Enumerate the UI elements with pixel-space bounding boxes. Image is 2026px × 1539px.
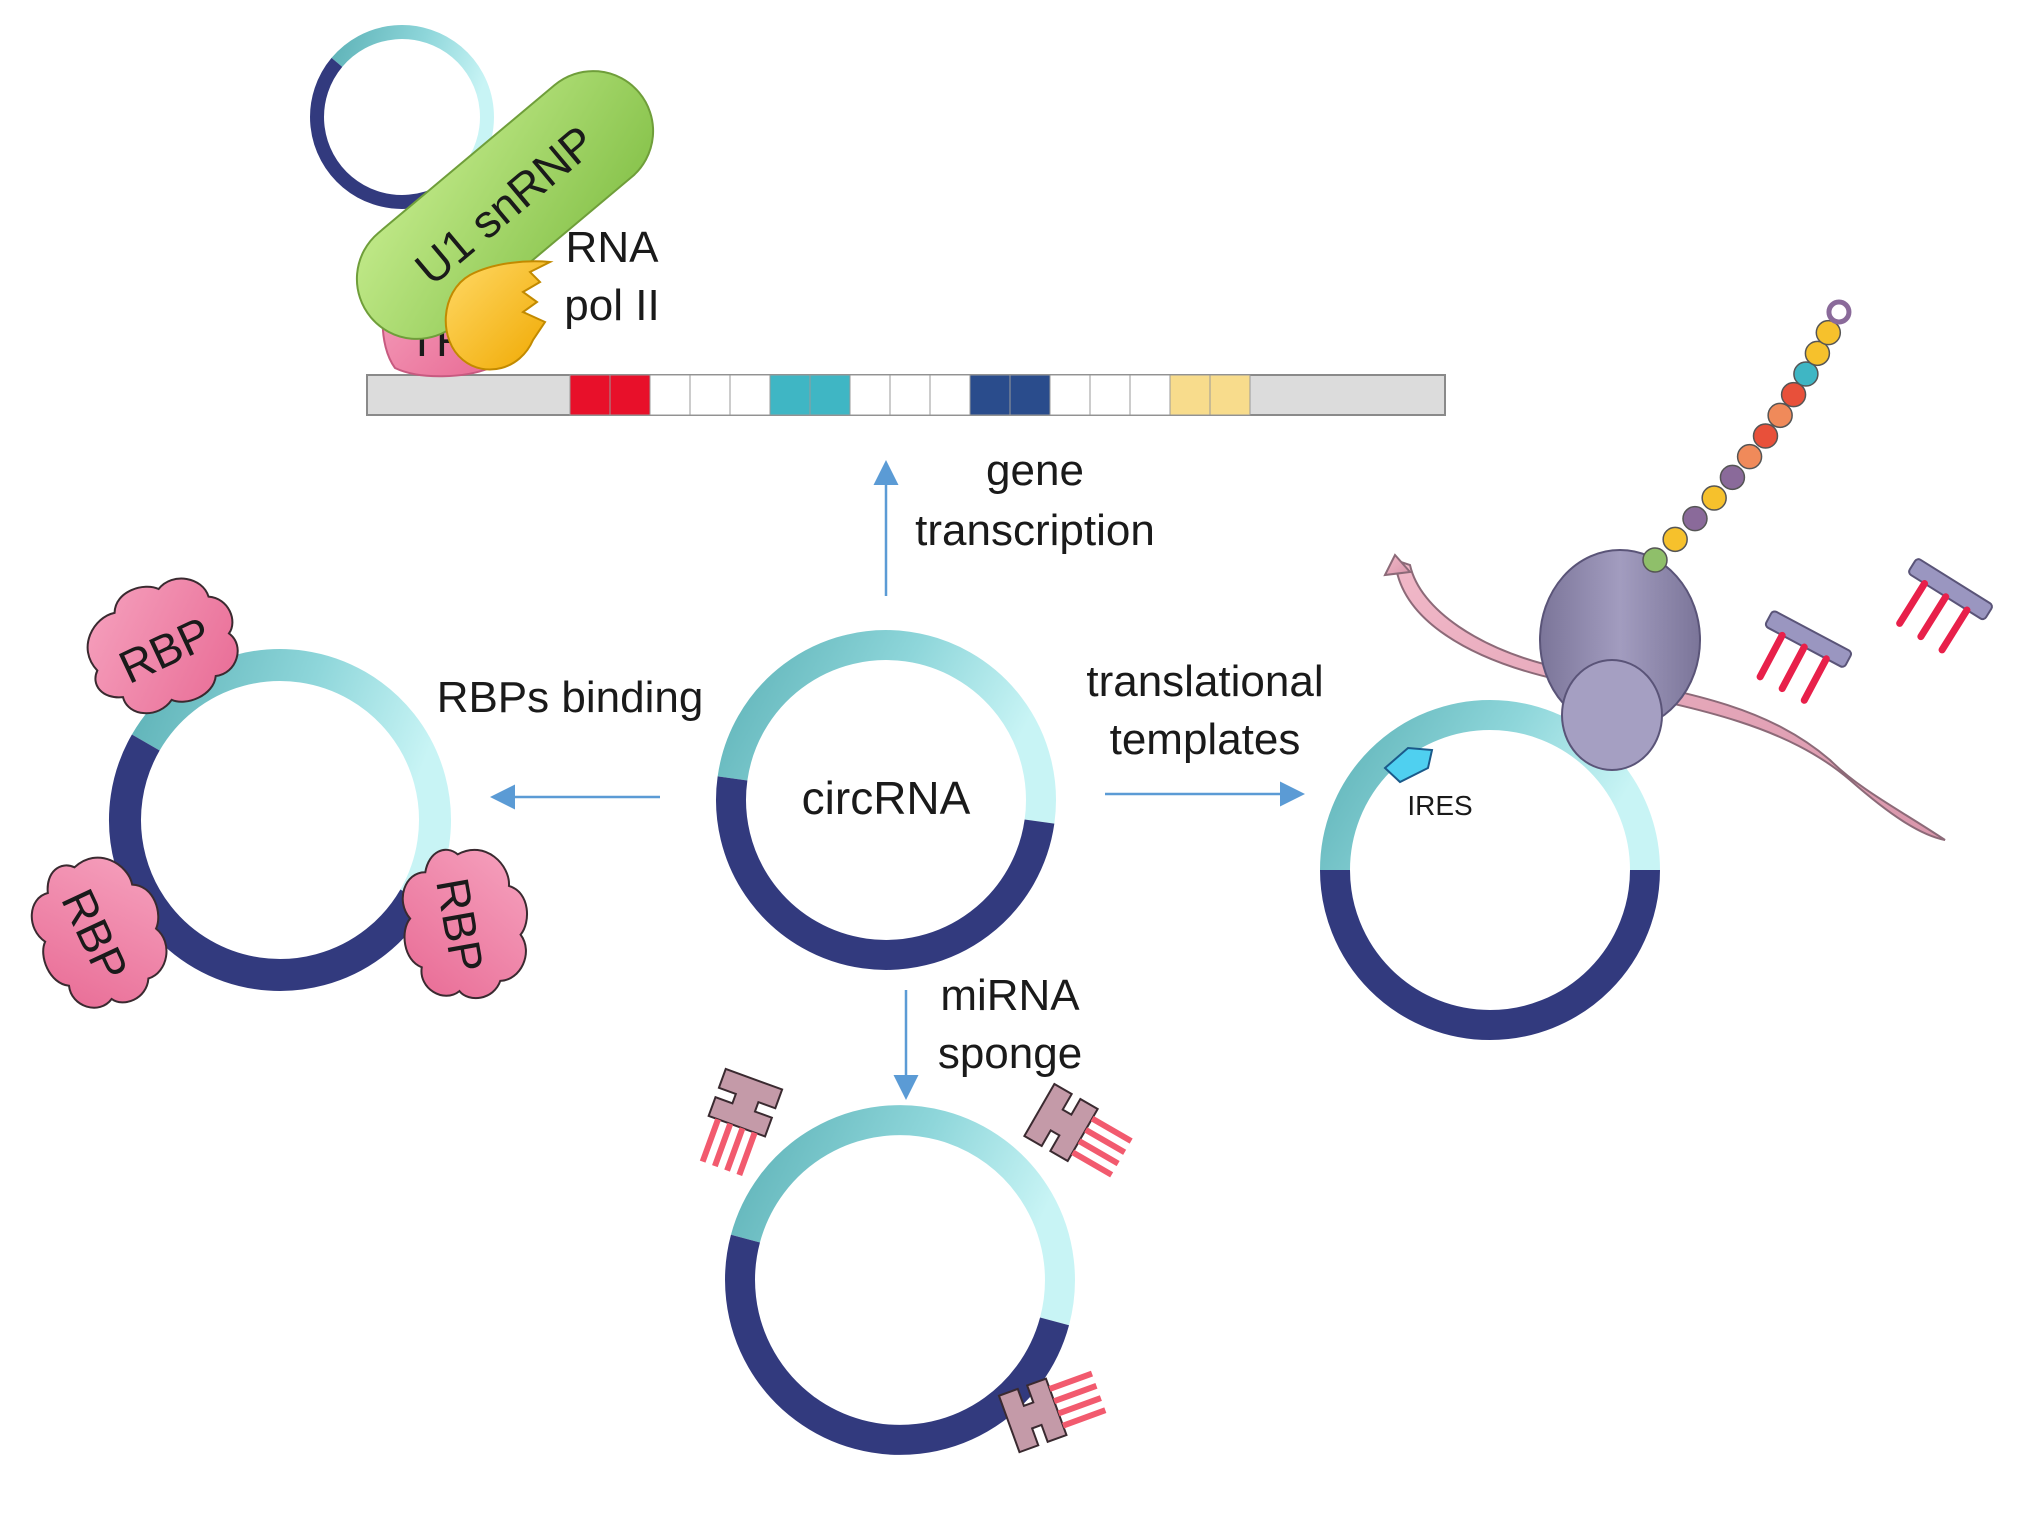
mirna-strand [699, 1118, 721, 1163]
arrow-gene-transcription: gene transcription [873, 446, 1155, 596]
rna-pol-ii-label-2: pol II [564, 281, 659, 330]
arrow-rbps-binding: RBPs binding [437, 673, 704, 810]
gene-transcription-label-1: gene [986, 446, 1084, 495]
translation-circrna [1320, 700, 1660, 1040]
mirna-sponge-panel [699, 1067, 1133, 1455]
ires-label: IRES [1407, 790, 1472, 821]
rbps-binding-panel: RBP RBP RBP [30, 577, 528, 1009]
dna-exon-block [809, 374, 851, 416]
peptide-chain [1642, 299, 1852, 573]
dna-exon-block [769, 374, 811, 416]
dna-exon-block [689, 374, 731, 416]
dna-strand [366, 374, 1446, 416]
mirna-sponge-label-2: sponge [938, 1029, 1082, 1078]
dna-exon-block [929, 374, 971, 416]
argonaute-protein [997, 1377, 1068, 1454]
amino-acid-bead [1793, 361, 1819, 387]
dna-exon-block [1049, 374, 1091, 416]
mirna-strand [1090, 1115, 1133, 1144]
rna-pol-ii-protein [444, 260, 554, 371]
center-circrna-label: circRNA [802, 772, 971, 824]
arrow-mirna-sponge: miRNA sponge [893, 971, 1082, 1100]
amino-acid-bead [1642, 547, 1668, 573]
dna-exon-block [609, 374, 651, 416]
argonaute-protein [707, 1067, 784, 1138]
circrna-dark-segment [109, 734, 429, 991]
dna-exon-block [1169, 374, 1211, 416]
gene-transcription-panel: TF U1 snRNP RNA pol II [310, 25, 1446, 416]
amino-acid-bead [1701, 485, 1727, 511]
mirna-strand [712, 1122, 734, 1168]
dna-exon-block [889, 374, 931, 416]
amino-acid-bead [1719, 464, 1746, 491]
ago-mirna-1 [699, 1067, 784, 1177]
dna-exon-block [1129, 374, 1171, 416]
mirna-strand [1053, 1382, 1098, 1405]
gene-transcription-label-2: transcription [915, 506, 1155, 555]
mirna-sponge-label-1: miRNA [940, 971, 1080, 1020]
circrna-light-segment [331, 25, 494, 177]
circrna-light-segment [717, 630, 1056, 824]
mirna-strand [724, 1127, 746, 1172]
translational-label-1: translational [1086, 657, 1323, 706]
amino-acid-bead [1815, 319, 1842, 346]
dna-exon-block [1009, 374, 1051, 416]
dna-exon-block [1209, 374, 1251, 416]
dna-exon-block [569, 374, 611, 416]
mirna-strand [1062, 1407, 1107, 1429]
amino-acid-bead [1780, 381, 1807, 408]
amino-acid-bead [1804, 340, 1831, 367]
amino-acid-bead [1682, 505, 1708, 532]
amino-acid-bead [1767, 402, 1793, 429]
ribosome [1539, 549, 1701, 771]
ires-element: IRES [1383, 746, 1473, 821]
dna-exon-block [849, 374, 891, 416]
dna-exon-block [969, 374, 1011, 416]
center-circrna: circRNA [716, 630, 1056, 970]
ago-mirna-2 [1023, 1082, 1133, 1178]
dna-exon-block [1089, 374, 1131, 416]
dna-exon-block [729, 374, 771, 416]
mirna-strand [1048, 1370, 1094, 1392]
amino-acid-bead [1662, 526, 1688, 553]
mirna-strand [1084, 1127, 1127, 1155]
circrna-dark-segment [716, 776, 1055, 970]
mirna-strand [1077, 1138, 1120, 1167]
floating-mirna-1 [1756, 610, 1853, 704]
dna-exon-blocks [569, 374, 1251, 416]
amino-acid-bead [1752, 423, 1779, 449]
floating-mirna-2 [1896, 558, 1993, 654]
dna-exon-block [649, 374, 691, 416]
argonaute-protein [1023, 1082, 1100, 1163]
amino-acid-bead [1736, 443, 1763, 470]
rbp-left: RBP [30, 856, 168, 1009]
rna-pol-ii-label-1: RNA [566, 223, 660, 272]
mirna-strand [1057, 1395, 1102, 1417]
circrna-light-segment [730, 1105, 1075, 1326]
rbp-top: RBP [86, 577, 239, 715]
translational-label-2: templates [1110, 715, 1301, 764]
rbp-circrna [109, 649, 451, 991]
circrna-light-segment [1320, 700, 1660, 871]
arrow-translational-templates: translational templates [1086, 657, 1324, 807]
circrna-dark-segment [1320, 869, 1660, 1040]
amino-acid-bead [1826, 299, 1852, 325]
mirna-strand [736, 1131, 758, 1177]
center-ring [716, 630, 1056, 970]
mirna-strand [1071, 1149, 1114, 1178]
ago-mirna-3 [997, 1370, 1107, 1454]
rbp-right: RBP [401, 848, 528, 1000]
rbps-binding-label: RBPs binding [437, 673, 704, 722]
translation-panel: IRES [1320, 299, 1993, 1040]
